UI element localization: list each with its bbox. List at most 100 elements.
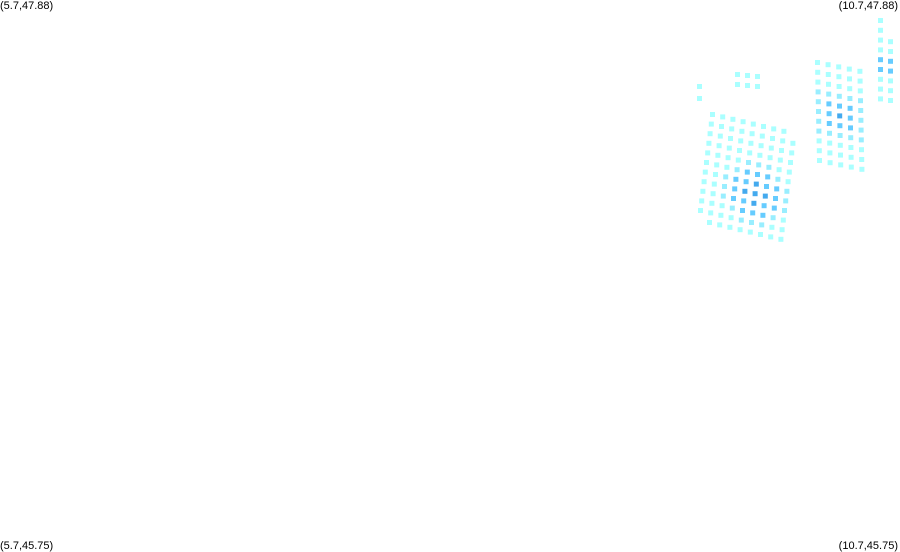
grid-cell bbox=[702, 169, 708, 175]
grid-cell bbox=[766, 164, 772, 170]
grid-cell bbox=[731, 196, 736, 201]
grid-cell bbox=[737, 148, 742, 153]
grid-cell bbox=[709, 200, 715, 206]
grid-cell bbox=[878, 76, 883, 82]
grid-cell bbox=[785, 179, 791, 185]
grid-cell bbox=[857, 68, 863, 74]
grid-cell bbox=[729, 126, 735, 132]
grid-cell bbox=[753, 181, 759, 187]
grid-cell bbox=[747, 229, 753, 235]
grid-cell bbox=[747, 150, 753, 156]
grid-cell bbox=[761, 124, 766, 129]
grid-cell bbox=[768, 234, 774, 240]
grid-cell bbox=[783, 198, 789, 204]
grid-cell bbox=[859, 166, 865, 172]
grid-cell bbox=[748, 140, 754, 146]
grid-cell bbox=[878, 47, 883, 53]
grid-cell bbox=[778, 236, 784, 242]
grid-cell bbox=[847, 76, 852, 82]
grid-cell bbox=[739, 128, 745, 134]
grid-cell bbox=[815, 60, 820, 65]
grid-cell bbox=[837, 113, 843, 119]
grid-cell bbox=[767, 155, 773, 161]
grid-cell bbox=[711, 181, 717, 187]
grid-cell bbox=[741, 198, 747, 204]
grid-cell bbox=[837, 123, 843, 129]
grid-cell bbox=[716, 143, 722, 149]
grid-cell bbox=[756, 162, 762, 168]
grid-cell bbox=[735, 72, 740, 77]
grid-cell bbox=[781, 128, 787, 134]
grid-cell bbox=[708, 121, 714, 127]
grid-cell bbox=[848, 164, 854, 170]
grid-cell bbox=[848, 154, 854, 160]
grid-cell bbox=[878, 86, 883, 92]
grid-cell bbox=[697, 84, 702, 89]
coord-label-top-left: (5.7,47.88) bbox=[0, 0, 54, 12]
grid-cell bbox=[700, 188, 706, 194]
grid-cell bbox=[826, 91, 832, 97]
grid-cell bbox=[827, 140, 833, 146]
grid-cell bbox=[743, 179, 749, 185]
grid-cell bbox=[749, 220, 754, 225]
grid-cell bbox=[708, 210, 714, 216]
grid-cell bbox=[727, 224, 733, 230]
grid-cell bbox=[740, 119, 746, 125]
grid-cell bbox=[704, 160, 709, 165]
grid-cell bbox=[878, 96, 883, 102]
grid-cell bbox=[878, 27, 883, 33]
grid-cell bbox=[732, 186, 738, 192]
grid-cell bbox=[816, 109, 821, 114]
grid-cell bbox=[726, 145, 732, 151]
grid-cell bbox=[749, 131, 755, 137]
grid-cell bbox=[816, 148, 822, 154]
grid-cell bbox=[729, 205, 735, 211]
grid-cell bbox=[765, 174, 771, 180]
grid-cell bbox=[745, 83, 750, 88]
grid-cell bbox=[888, 68, 893, 74]
grid-cell bbox=[857, 78, 863, 84]
grid-cell bbox=[764, 184, 769, 189]
grid-cell bbox=[750, 121, 756, 127]
grid-cell bbox=[720, 193, 726, 199]
grid-cell bbox=[737, 227, 743, 233]
grid-cell bbox=[782, 208, 787, 213]
grid-cell bbox=[724, 164, 730, 170]
grid-cell bbox=[719, 124, 724, 129]
grid-cell bbox=[728, 215, 734, 221]
grid-cell bbox=[848, 125, 853, 131]
grid-cell bbox=[701, 179, 707, 185]
grid-cell bbox=[788, 160, 793, 165]
grid-cell bbox=[837, 133, 843, 138]
grid-cell bbox=[858, 137, 864, 143]
grid-cell bbox=[761, 203, 767, 209]
grid-cell bbox=[769, 224, 775, 230]
grid-cell bbox=[759, 222, 765, 228]
grid-cell bbox=[836, 84, 842, 89]
grid-cell bbox=[759, 133, 765, 139]
grid-cell bbox=[888, 98, 893, 103]
grid-cell bbox=[752, 191, 758, 197]
grid-cell bbox=[755, 172, 760, 177]
grid-cell bbox=[780, 217, 786, 223]
grid-cell bbox=[717, 222, 723, 228]
grid-cell bbox=[816, 128, 822, 134]
grid-cell bbox=[888, 78, 893, 84]
grid-cell bbox=[878, 57, 883, 63]
grid-cell bbox=[888, 39, 893, 45]
grid-cell bbox=[857, 88, 863, 94]
grid-cell bbox=[847, 105, 853, 111]
grid-cell bbox=[714, 162, 720, 168]
coord-label-bottom-left: (5.7,45.75) bbox=[0, 540, 54, 552]
grid-cell bbox=[717, 133, 723, 139]
grid-cell bbox=[768, 145, 774, 151]
grid-cell bbox=[699, 198, 705, 204]
grid-cell bbox=[859, 157, 865, 162]
grid-cell bbox=[859, 147, 864, 153]
grid-cell bbox=[836, 74, 842, 80]
grid-cell bbox=[837, 142, 843, 148]
grid-cell bbox=[735, 157, 741, 163]
grid-cell bbox=[815, 99, 821, 105]
grid-cell bbox=[719, 203, 725, 209]
grid-cell bbox=[706, 140, 712, 146]
